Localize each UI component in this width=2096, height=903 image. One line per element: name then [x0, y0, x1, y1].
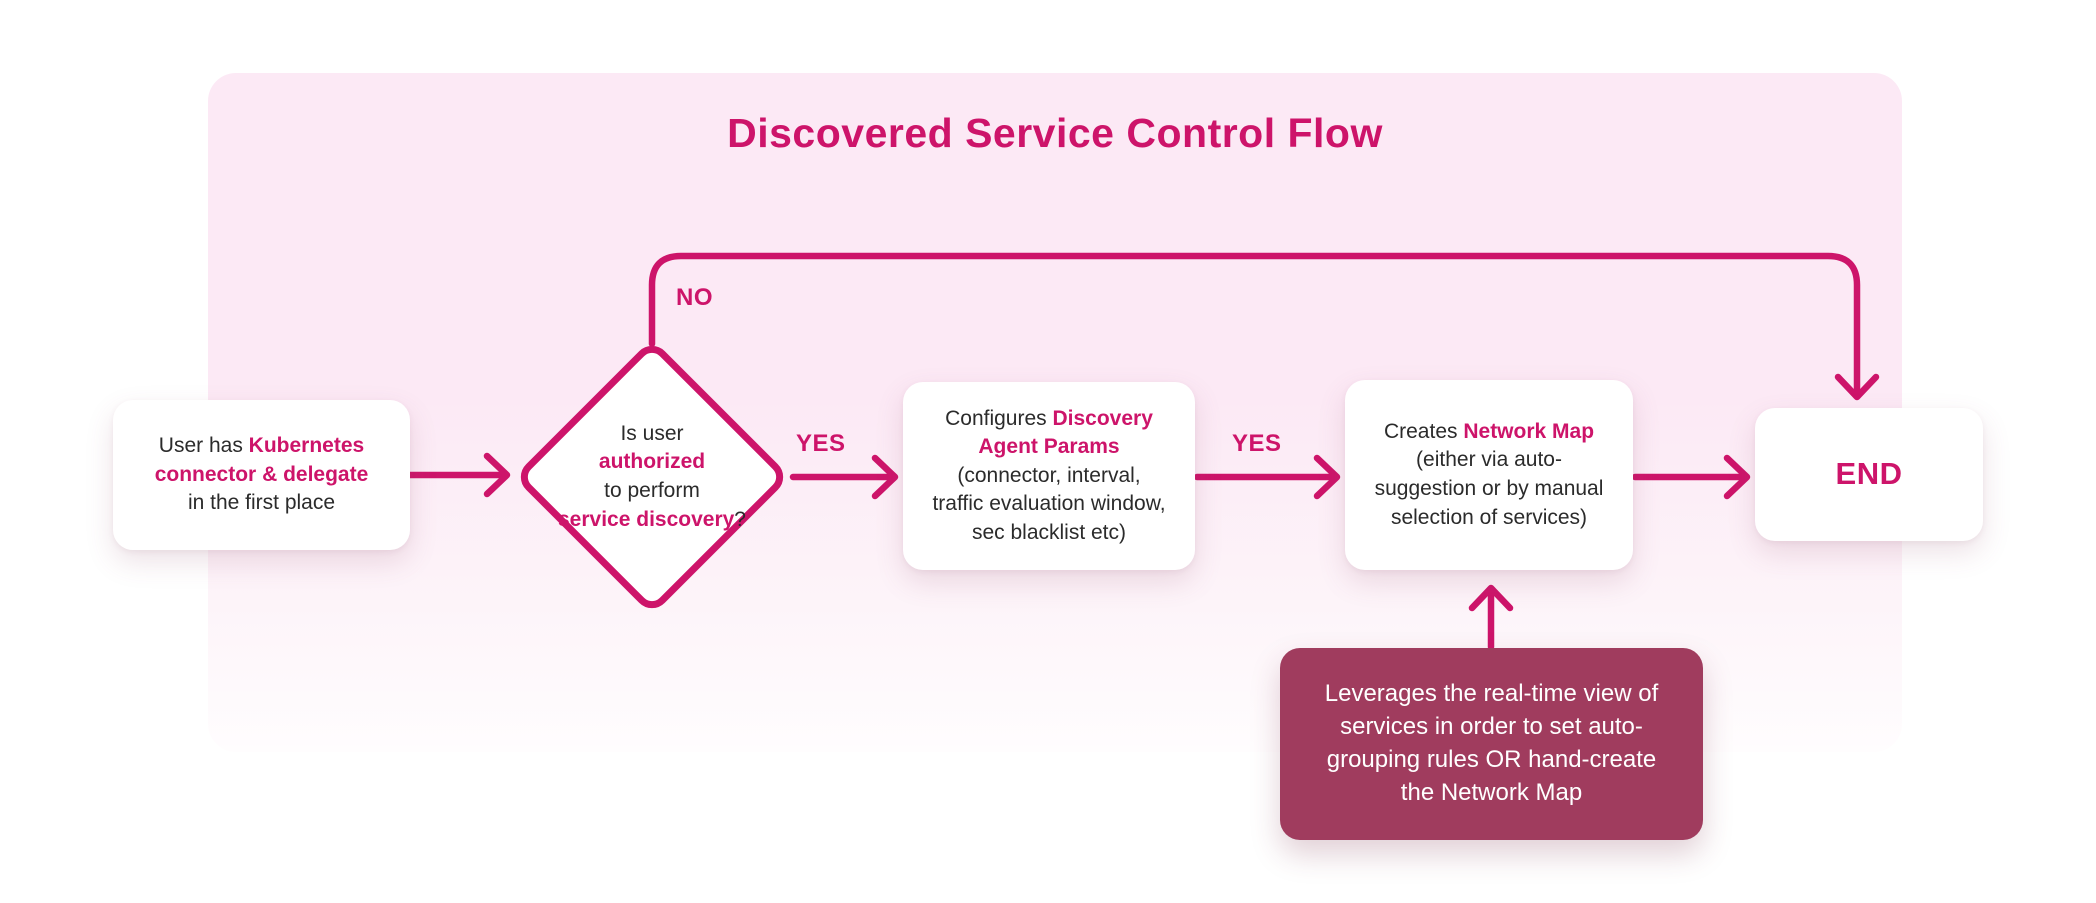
diagram-title: Discovered Service Control Flow — [727, 110, 1383, 156]
node-end: END — [1755, 408, 1983, 541]
node-create-network-map: Creates Network Map(either via auto-sugg… — [1345, 380, 1633, 570]
edge-label-yes-1: YES — [796, 430, 846, 457]
node-create-map-text: Creates Network Map(either via auto-sugg… — [1374, 419, 1604, 529]
edge-label-yes-2: YES — [1232, 430, 1282, 457]
end-label: END — [1835, 456, 1903, 492]
edge-label-no: NO — [676, 284, 713, 311]
